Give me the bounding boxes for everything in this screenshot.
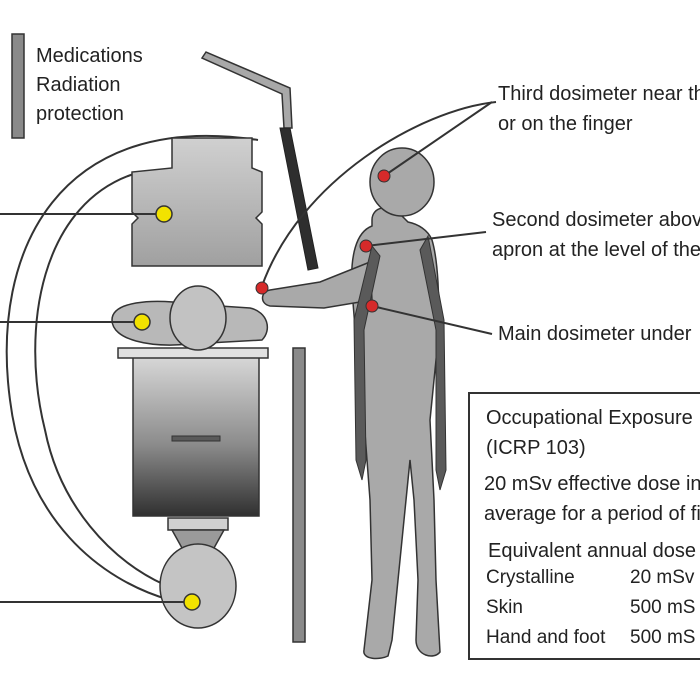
x-ray-tube: [159, 543, 237, 629]
operator-head: [369, 147, 435, 217]
image-intensifier: [131, 137, 263, 267]
connector-curve: [261, 101, 497, 287]
table-panel-slot: [171, 435, 221, 442]
patient-head: [169, 285, 227, 351]
source-lower-icon: [183, 593, 201, 611]
callout-main: Main dosimeter under: [498, 323, 692, 345]
callout-second-line-1: Second dosimeter abov: [492, 209, 700, 231]
lead-apron-strap: [353, 244, 381, 481]
exposure-title-line-2: (ICRP 103): [486, 437, 586, 459]
ceiling-shield-arm: [200, 51, 293, 129]
legend-line-3: protection: [36, 103, 124, 125]
exposure-dose-line-1: 20 mSv effective dose in: [484, 473, 700, 495]
lead-apron-strap-back: [419, 234, 447, 491]
dosimeter-head-icon: [377, 169, 391, 183]
column-base: [167, 517, 229, 531]
c-arm-outer: [5, 134, 259, 601]
exposure-title-line-1: Occupational Exposure: [486, 407, 693, 429]
legend-line-2: Radiation: [36, 74, 121, 96]
c-arm-inner: [34, 171, 166, 586]
row-value-crystalline: 20 mSv: [630, 567, 695, 588]
row-label-skin: Skin: [486, 597, 523, 618]
dosimeter-waist-icon: [365, 299, 379, 313]
operator-body: [350, 207, 441, 660]
ceiling-shield-panel: [279, 127, 319, 271]
callout-third-line-1: Third dosimeter near th: [498, 83, 700, 105]
operator-figure: [261, 147, 447, 660]
callout-second-line-2: apron at the level of the: [492, 239, 700, 261]
callout-third-line-2: or on the finger: [498, 113, 633, 135]
leader-main: [371, 305, 493, 335]
exposure-info-box: [468, 392, 700, 660]
dosimeter-hand-icon: [255, 281, 269, 295]
leader-second: [365, 231, 487, 247]
legend-bar: [11, 33, 25, 139]
source-patient-icon: [133, 313, 151, 331]
leader-third: [383, 101, 493, 177]
exposure-dose-line-2: average for a period of fi: [484, 503, 700, 525]
dosimeter-chest-icon: [359, 239, 373, 253]
row-label-hand-foot: Hand and foot: [486, 627, 606, 648]
mobile-shield: [292, 347, 306, 643]
operator-arm: [261, 260, 373, 309]
source-upper-icon: [155, 205, 173, 223]
row-value-skin: 500 mS: [630, 597, 696, 618]
equivalent-dose-header: Equivalent annual dose: [488, 540, 696, 562]
legend-line-1: Medications: [36, 45, 143, 67]
row-value-hand-foot: 500 mS: [630, 627, 696, 648]
row-label-crystalline: Crystalline: [486, 567, 575, 588]
